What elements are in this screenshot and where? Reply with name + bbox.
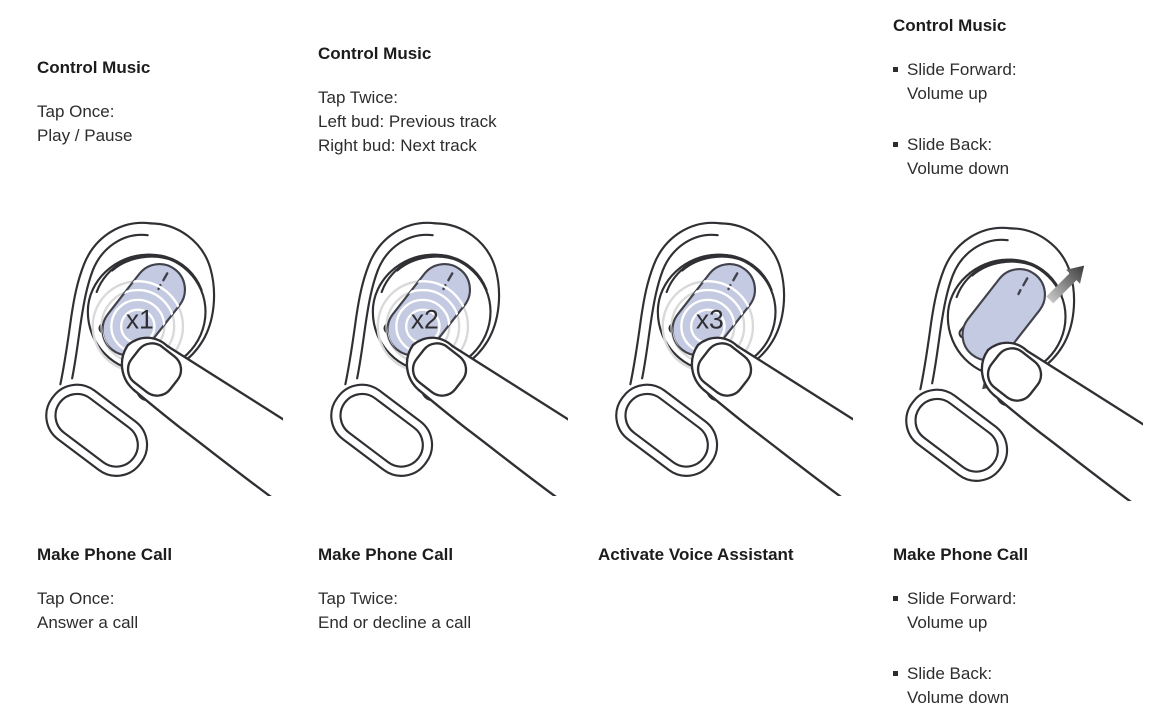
bullet-list: Slide Forward: Volume up Slide Back: Vol…: [893, 58, 1156, 181]
tap-count-label: x2: [411, 304, 439, 334]
finger-icon: [120, 335, 283, 496]
earbud-tap-once-illustration: x1: [33, 221, 283, 496]
control-music-tap-twice-section: Control Music Tap Twice: Left bud: Previ…: [318, 44, 586, 158]
instruction-line: Tap Once:: [37, 102, 115, 121]
list-item: Slide Back: Volume down: [893, 133, 1156, 181]
gesture-result: Volume up: [907, 84, 988, 103]
make-phone-call-slide-section: Make Phone Call Slide Forward: Volume up…: [893, 545, 1156, 722]
control-music-tap-once-section: Control Music Tap Once: Play / Pause: [37, 58, 305, 148]
instruction-line: Tap Twice:: [318, 589, 399, 608]
section-title: Control Music: [318, 44, 432, 63]
instruction-line: Left bud: Previous track: [318, 112, 497, 131]
gesture-label: Slide Back:: [907, 135, 993, 154]
gesture-result: Volume down: [907, 159, 1010, 178]
make-phone-call-tap-once-section: Make Phone Call Tap Once: Answer a call: [37, 545, 305, 635]
bullet-list: Slide Forward: Volume up Slide Back: Vol…: [893, 587, 1156, 710]
gesture-label: Slide Forward:: [907, 589, 1017, 608]
tap-count-label: x3: [696, 304, 724, 334]
section-title: Control Music: [893, 16, 1007, 35]
earbud-slide-illustration: [893, 226, 1143, 501]
list-item: Slide Forward: Volume up: [893, 587, 1156, 635]
bullet-marker-icon: [893, 671, 898, 676]
finger-icon: [980, 340, 1143, 501]
earbud-tap-twice-illustration: x2: [318, 221, 568, 496]
list-item: Slide Back: Volume down: [893, 662, 1156, 710]
tap-count-label: x1: [126, 304, 154, 334]
instruction-line: Answer a call: [37, 613, 139, 632]
make-phone-call-tap-twice-section: Make Phone Call Tap Twice: End or declin…: [318, 545, 586, 635]
instruction-line: Right bud: Next track: [318, 136, 477, 155]
activate-voice-assistant-section: Activate Voice Assistant: [598, 545, 866, 587]
gesture-result: Volume up: [907, 613, 988, 632]
earbud-tap-three-times-illustration: x3: [603, 221, 853, 496]
finger-icon: [690, 335, 853, 496]
section-title: Make Phone Call: [37, 545, 173, 564]
instruction-line: Tap Once:: [37, 589, 115, 608]
finger-icon: [405, 335, 568, 496]
list-item: Slide Forward: Volume up: [893, 58, 1156, 106]
bullet-marker-icon: [893, 142, 898, 147]
section-title: Control Music: [37, 58, 151, 77]
instruction-line: Play / Pause: [37, 126, 133, 145]
bullet-marker-icon: [893, 67, 898, 72]
section-title: Make Phone Call: [318, 545, 454, 564]
gesture-label: Slide Back:: [907, 664, 993, 683]
slide-forward-arrow-icon: [1046, 265, 1085, 304]
section-title: Make Phone Call: [893, 545, 1029, 564]
gesture-result: Volume down: [907, 688, 1010, 707]
section-title: Activate Voice Assistant: [598, 545, 794, 564]
control-music-slide-section: Control Music Slide Forward: Volume up S…: [893, 16, 1156, 208]
instruction-line: End or decline a call: [318, 613, 472, 632]
instruction-line: Tap Twice:: [318, 88, 399, 107]
gesture-label: Slide Forward:: [907, 60, 1017, 79]
bullet-marker-icon: [893, 596, 898, 601]
